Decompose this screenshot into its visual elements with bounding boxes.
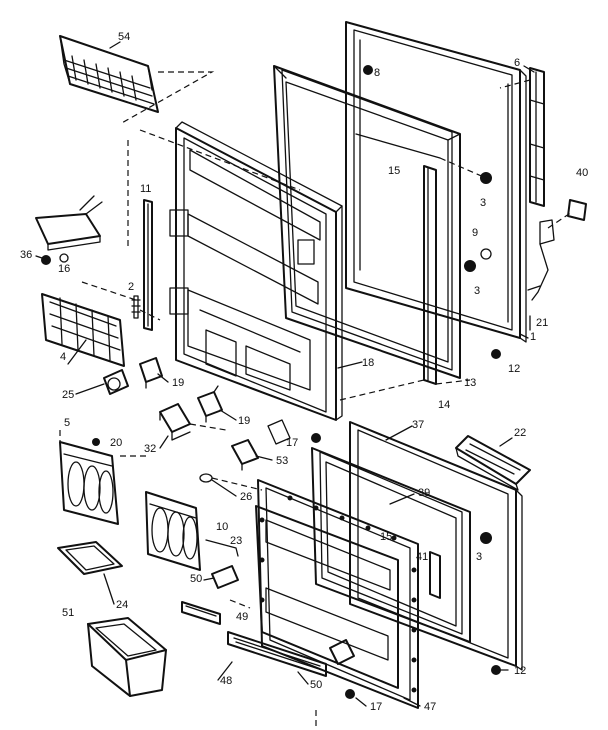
callout-51: 51 (62, 607, 74, 619)
callout-3-a: 3 (480, 197, 486, 209)
callout-9: 9 (472, 227, 478, 239)
callout-3-b: 3 (474, 285, 480, 297)
callout-10: 10 (216, 521, 228, 533)
leader-lines (35, 41, 535, 707)
guide-line-left (127, 129, 301, 250)
callout-17-lower: 17 (370, 701, 382, 713)
callout-14: 14 (438, 399, 450, 411)
callout-26: 26 (240, 491, 252, 503)
callout-12-lower: 12 (514, 665, 526, 677)
callout-11: 11 (140, 183, 151, 195)
handle-22 (455, 435, 531, 491)
clip-2 (131, 295, 141, 319)
strip-41 (429, 551, 441, 599)
lower-trim-parts (181, 532, 501, 699)
shelf-rail-11 (143, 199, 153, 331)
butter-compartment (35, 195, 103, 265)
callout-labels: 54 8 6 11 15 40 36 16 3 9 2 3 21 4 1 18 … (20, 31, 588, 713)
callout-15-lower: 15 (380, 531, 392, 543)
callout-20: 20 (110, 437, 122, 449)
tray-24 (57, 541, 123, 575)
callout-3-c: 3 (476, 551, 482, 563)
callout-53: 53 (276, 455, 288, 467)
callout-49: 49 (236, 611, 248, 623)
lower-door-outer-panel (349, 421, 523, 671)
callout-23: 23 (230, 535, 242, 547)
callout-32: 32 (144, 443, 156, 455)
callout-54: 54 (118, 31, 130, 43)
callout-12-upper: 12 (508, 363, 520, 375)
callout-41: 41 (416, 551, 428, 563)
upper-door-inner-liner (169, 121, 343, 421)
hinge-strip (423, 165, 437, 385)
callout-21: 21 (536, 317, 548, 329)
callout-2: 2 (128, 281, 134, 293)
crisper-5 (59, 430, 119, 525)
callout-17-upper: 17 (286, 437, 298, 449)
lower-door-gasket (311, 447, 471, 643)
callout-25: 25 (62, 389, 74, 401)
callout-50-b: 50 (310, 679, 322, 691)
callout-37: 37 (412, 419, 424, 431)
callout-4: 4 (60, 351, 66, 363)
callout-15-upper: 15 (388, 165, 400, 177)
callout-19-b: 19 (238, 415, 250, 427)
hinge-bracket (527, 199, 587, 301)
callout-39: 39 (418, 487, 430, 499)
callout-8: 8 (374, 67, 380, 79)
hinge-53 (231, 419, 321, 471)
door-shelf-54 (59, 35, 215, 125)
upper-door-outer-panel (345, 21, 527, 343)
lower-door-inner-liner (255, 479, 419, 709)
callout-47: 47 (424, 701, 436, 713)
callout-36: 36 (20, 249, 32, 261)
screw-set-upper (363, 65, 501, 359)
door-shelf-4 (41, 281, 161, 367)
callout-40: 40 (576, 167, 588, 179)
callout-22: 22 (514, 427, 526, 439)
crisper-10 (145, 491, 239, 571)
callout-18: 18 (362, 357, 374, 369)
callout-16-upper: 16 (58, 263, 70, 275)
callout-13: 13 (464, 377, 476, 389)
callout-24: 24 (116, 599, 128, 611)
callout-48: 48 (220, 675, 232, 687)
door-handle-trim (499, 67, 545, 207)
callout-50-a: 50 (190, 573, 202, 585)
upper-door-gasket (273, 65, 461, 379)
callout-5: 5 (64, 417, 70, 429)
callout-19-a: 19 (172, 377, 184, 389)
callout-6: 6 (514, 57, 520, 69)
callout-1: 1 (530, 331, 536, 343)
bin-51 (87, 617, 167, 697)
guide-lines (120, 379, 471, 726)
hinge-pieces-upper (103, 357, 223, 423)
screw-26 (199, 473, 263, 491)
hinge-bracket-32 (159, 403, 227, 441)
